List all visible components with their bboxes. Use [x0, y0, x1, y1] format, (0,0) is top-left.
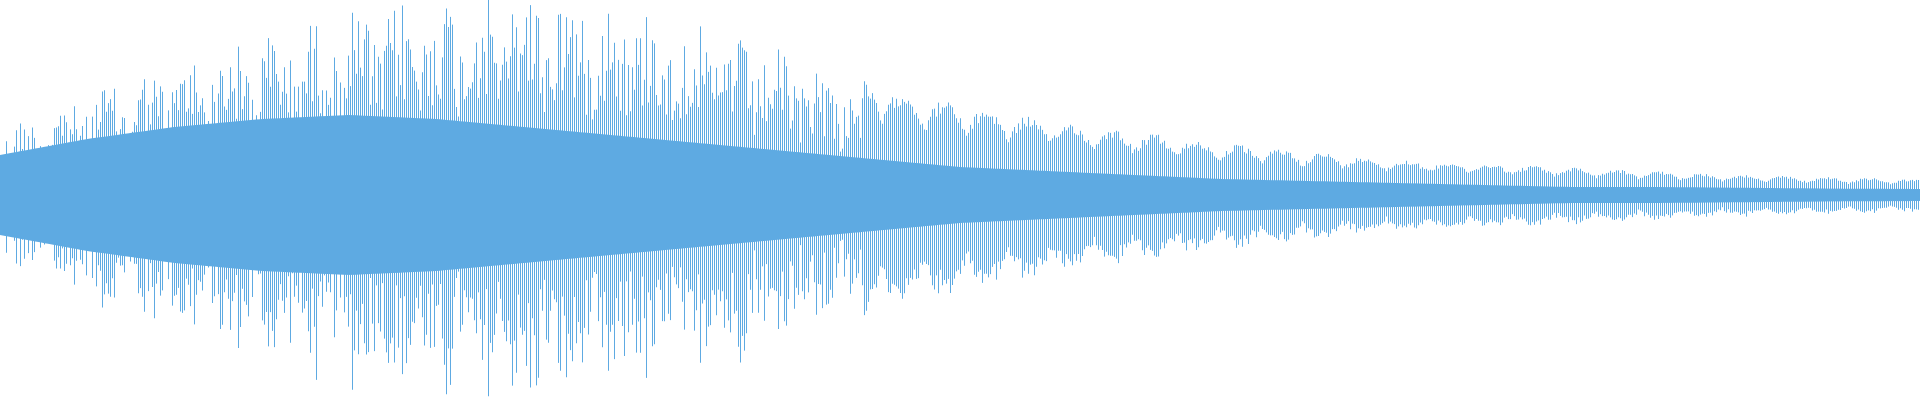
- waveform-graphic: [0, 0, 1920, 397]
- waveform-peaks: [0, 0, 1919, 397]
- audio-waveform[interactable]: [0, 0, 1920, 400]
